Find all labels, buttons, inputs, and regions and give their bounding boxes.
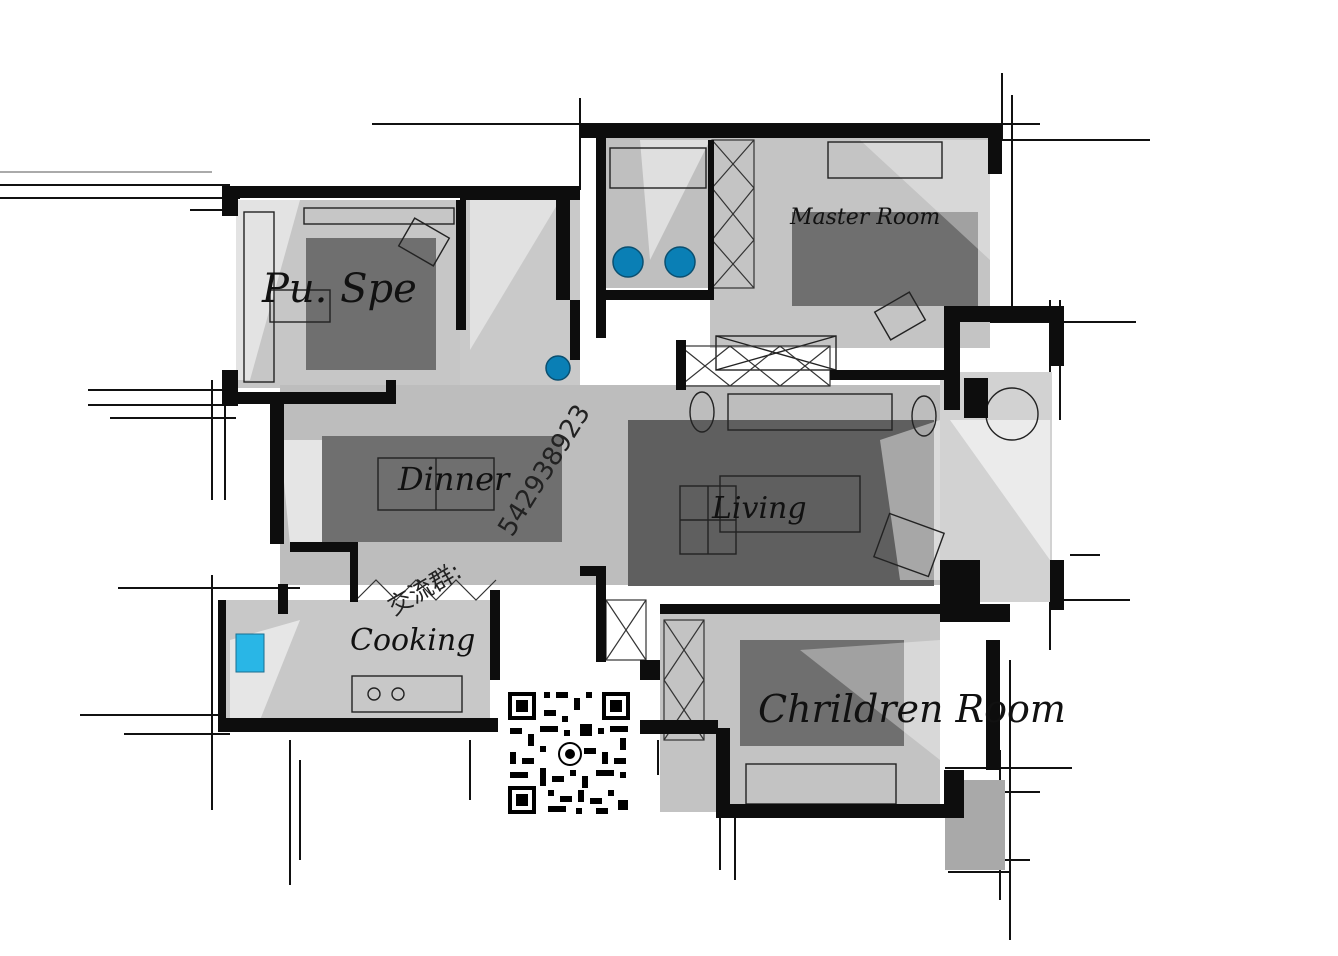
stool-3	[545, 355, 571, 381]
cabinets	[355, 139, 831, 741]
kitchen-sink	[235, 633, 265, 673]
label-pub-space: Pu. Spe	[261, 266, 417, 312]
walls	[218, 124, 1064, 818]
children-room-bed	[740, 640, 904, 746]
dinner-rug	[322, 436, 562, 542]
label-living: Living	[711, 491, 807, 526]
fixtures	[235, 246, 696, 673]
master-room-bed	[792, 212, 978, 306]
qr-code	[498, 682, 640, 816]
stool-2	[664, 246, 696, 278]
living-rug	[628, 420, 934, 586]
label-dinner: Dinner	[397, 460, 511, 498]
room-labels: Pu. Spe Master Room Dinner Living Cookin…	[261, 205, 1066, 731]
pub-space-rug	[306, 238, 436, 370]
label-master-room: Master Room	[789, 205, 940, 230]
label-cooking: Cooking	[350, 623, 475, 658]
stool-1	[612, 246, 644, 278]
label-children-room: Chrildren Room	[758, 687, 1066, 731]
